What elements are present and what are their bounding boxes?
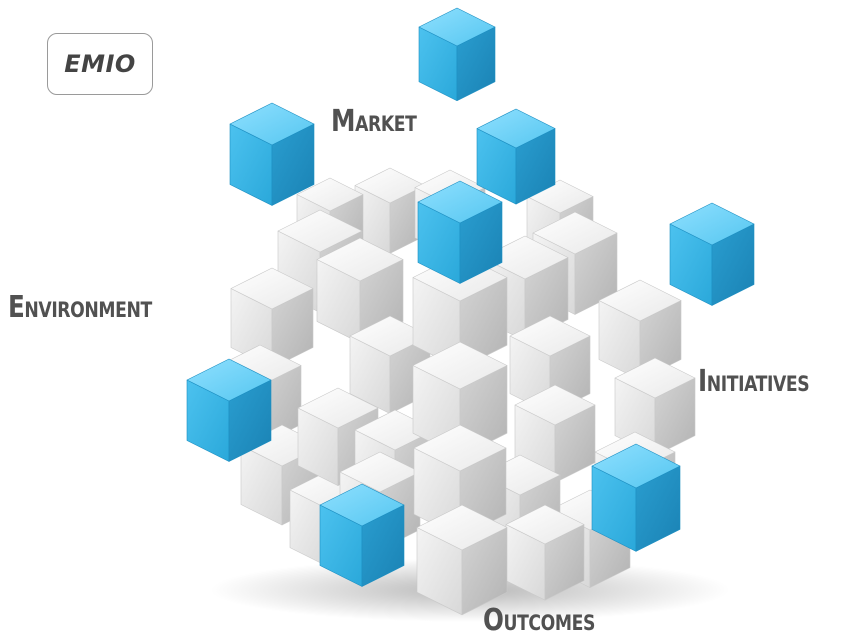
emio-logo: EMIO: [47, 33, 153, 95]
blue-cube-icon: [186, 358, 272, 462]
blue-cube-icon: [417, 180, 503, 284]
label-initiatives: Initiatives: [698, 364, 810, 399]
logo-text: EMIO: [64, 50, 136, 78]
white-cube-icon: [416, 504, 508, 616]
label-market: Market: [331, 104, 417, 139]
white-cube-icon: [505, 504, 585, 601]
blue-cube-icon: [476, 108, 556, 205]
label-outcomes: Outcomes: [483, 603, 595, 638]
white-cube-icon: [509, 315, 591, 414]
blue-cube-icon: [229, 102, 315, 206]
white-cube-icon: [514, 384, 596, 483]
white-cube-icon: [614, 357, 696, 456]
blue-cube-icon: [418, 7, 496, 102]
blue-cube-icon: [669, 202, 755, 306]
blue-cube-icon: [319, 483, 405, 587]
white-cube-icon: [230, 267, 314, 369]
label-environment: Environment: [8, 290, 152, 325]
blue-cube-icon: [591, 443, 681, 552]
